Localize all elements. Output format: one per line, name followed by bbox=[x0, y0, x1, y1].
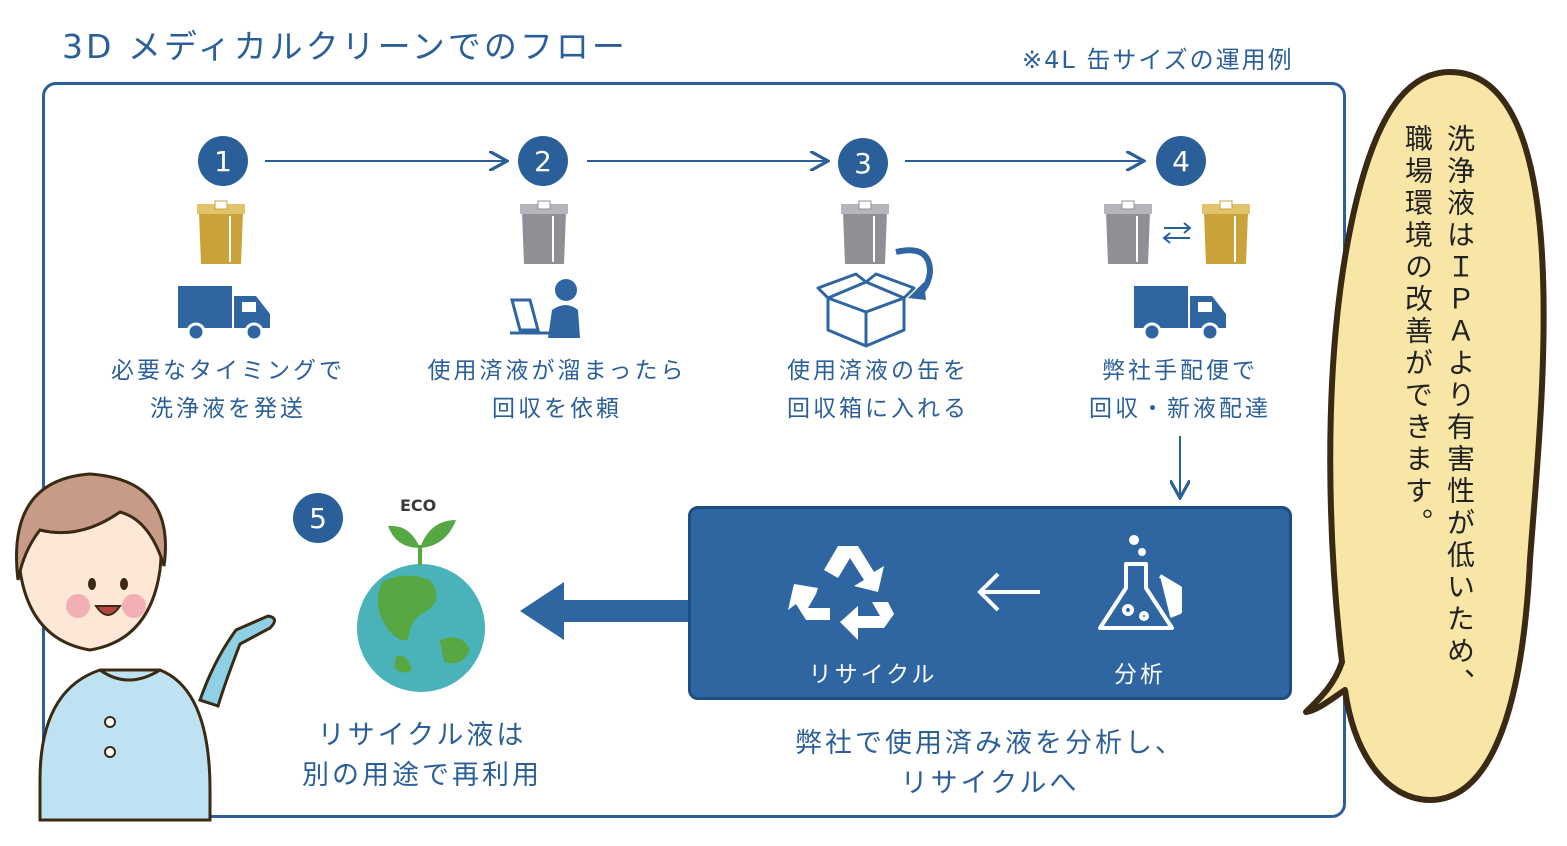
eco-label: ECO bbox=[400, 496, 437, 515]
staff-woman-illustration bbox=[15, 472, 276, 822]
step-5-number: 5 bbox=[293, 493, 343, 543]
step-4-label: 弊社手配便で回収・新液配達 bbox=[1089, 358, 1271, 422]
size-note: ※4L 缶サイズの運用例 bbox=[1022, 46, 1294, 74]
box-caption: 弊社で使用済み液を分析し、リサイクルへ bbox=[795, 728, 1185, 799]
person-laptop-icon bbox=[510, 279, 580, 338]
curved-arrow-icon bbox=[895, 247, 934, 300]
step-2-label: 使用済液が溜まったら回収を依頼 bbox=[427, 358, 687, 422]
recycle-label: リサイクル bbox=[808, 662, 938, 688]
step-1-number: 1 bbox=[198, 136, 248, 186]
earth-icon bbox=[357, 564, 485, 692]
gold-can-icon bbox=[1202, 200, 1250, 264]
recycle-icon bbox=[788, 546, 894, 640]
flask-icon bbox=[1098, 535, 1182, 630]
left-arrow-icon bbox=[977, 572, 1040, 612]
sprout-icon bbox=[388, 520, 456, 565]
big-left-arrow bbox=[520, 582, 690, 640]
exchange-arrows-icon bbox=[1162, 222, 1192, 244]
collection-box-icon bbox=[816, 272, 916, 348]
page-title: 3D メディカルクリーンでのフロー bbox=[62, 27, 628, 66]
bubble-line-2: 職場環境の改善ができます。 bbox=[1401, 124, 1434, 540]
step-4-number: 4 bbox=[1156, 136, 1206, 186]
gray-can-icon bbox=[520, 200, 568, 264]
box-graphics bbox=[788, 535, 1182, 640]
truck-icon bbox=[178, 286, 270, 342]
bubble-line-1: 洗浄液はＩＰＡより有害性が低いため、 bbox=[1443, 124, 1476, 700]
step-1-label: 必要なタイミングで洗浄液を発送 bbox=[111, 358, 345, 422]
gold-can-icon bbox=[197, 200, 245, 264]
step-5-label: リサイクル液は別の用途で再利用 bbox=[302, 720, 542, 791]
gray-can-icon bbox=[1104, 200, 1152, 264]
speech-bubble bbox=[1303, 69, 1547, 803]
truck-icon bbox=[1134, 286, 1226, 342]
step-3-number: 3 bbox=[838, 138, 888, 188]
analysis-label: 分析 bbox=[1114, 662, 1166, 688]
step-3-label: 使用済液の缶を回収箱に入れる bbox=[787, 358, 969, 422]
gray-can-icon bbox=[841, 200, 889, 264]
bubble-text: 洗浄液はＩＰＡより有害性が低いため、 職場環境の改善ができます。 bbox=[1396, 124, 1480, 764]
step-2-number: 2 bbox=[518, 136, 568, 186]
